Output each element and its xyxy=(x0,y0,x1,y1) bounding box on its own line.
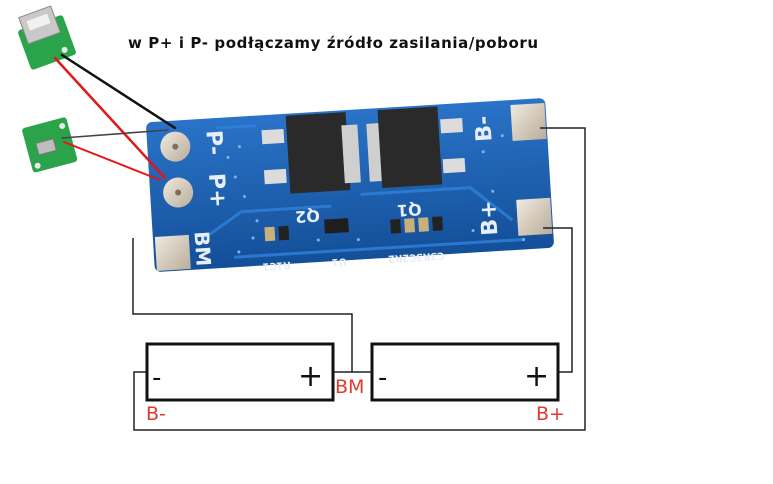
cell-2-plus: + xyxy=(524,359,549,394)
wire-dark-micro-usb xyxy=(61,129,169,139)
wiring-label-bm: BM xyxy=(335,376,364,398)
label-q1: Q1 xyxy=(396,200,422,220)
caption-text: w P+ i P- podłączamy źródło zasilania/po… xyxy=(128,34,539,52)
smd-components xyxy=(264,216,443,242)
wire-b-plus xyxy=(543,227,573,373)
battery-cell-2: - + xyxy=(370,342,560,402)
label-u1: U1 xyxy=(331,255,347,267)
pcb-vias xyxy=(226,134,526,254)
pcb-traces xyxy=(202,124,524,259)
b-minus-pad xyxy=(510,102,547,141)
b-plus-pad xyxy=(516,197,553,236)
wiring-label-b-minus: B- xyxy=(146,403,166,425)
label-r3: R3 xyxy=(415,250,430,262)
label-r1: R1 xyxy=(276,259,291,271)
label-b-plus: B+ xyxy=(476,200,503,237)
wire-red-micro-usb xyxy=(63,141,161,181)
bm-pad xyxy=(154,234,191,271)
cell-1-plus: + xyxy=(298,359,323,394)
micro-usb-breakout-icon xyxy=(22,117,78,173)
label-c3: C3 xyxy=(430,249,445,261)
wire-bm xyxy=(132,238,353,372)
ic-u1 xyxy=(324,218,349,234)
label-p-plus: P+ xyxy=(203,172,230,208)
wiring-label-b-plus: B+ xyxy=(536,403,565,425)
wire-red-usb-a xyxy=(53,56,167,180)
label-r2: R2 xyxy=(388,252,403,264)
label-c2: C2 xyxy=(402,251,417,263)
input-wires xyxy=(53,53,177,181)
battery-wiring xyxy=(132,127,586,431)
label-bm: BM xyxy=(190,230,216,267)
label-p-minus: P- xyxy=(200,130,226,156)
bms-board: P- P+ BM B- B+ Q2 Q1 xyxy=(146,98,554,272)
label-q2: Q2 xyxy=(295,206,321,226)
cell-2-minus: - xyxy=(378,363,387,393)
smd-labels: C1 R1 U1 R2 C2 R3 C3 xyxy=(262,249,445,271)
wire-black-usb-a xyxy=(60,53,177,130)
mosfet-q1: Q1 xyxy=(366,106,466,220)
label-c1: C1 xyxy=(262,260,277,272)
battery-cell-1: - + xyxy=(145,342,335,402)
wire-b-minus xyxy=(133,127,586,431)
usb-a-breakout-icon xyxy=(18,5,76,70)
label-b-minus: B- xyxy=(471,115,498,142)
mosfet-q2: Q2 xyxy=(261,112,361,226)
cell-1-minus: - xyxy=(152,363,161,393)
